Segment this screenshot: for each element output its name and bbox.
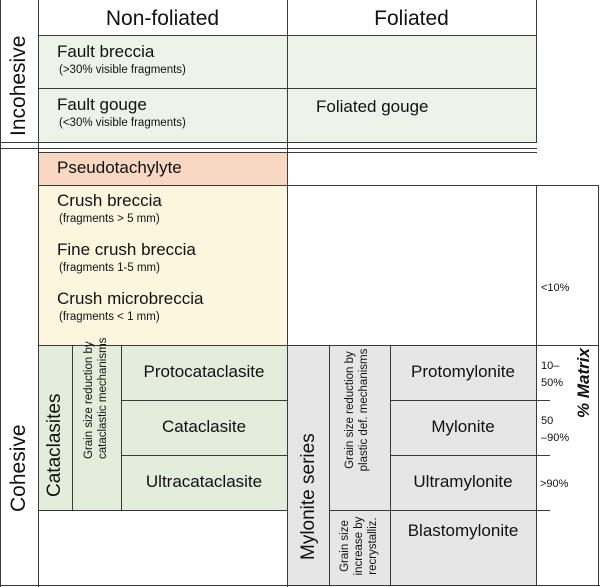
- cataclastic-mechanism-line-2: cataclastic mechanisms: [97, 337, 109, 459]
- cataclasite-inner-v1: [72, 345, 73, 510]
- pseudotachylyte-top-rule: [38, 152, 537, 153]
- section-double-rule-2: [0, 148, 537, 149]
- mylonite-name: Mylonite: [431, 417, 495, 436]
- matrix-10-50-line-1: 10–: [541, 360, 560, 372]
- plastic-mechanism-line-1: Grain size reduction by: [344, 351, 356, 469]
- pseudotachylyte-name: Pseudotachylyte: [57, 158, 182, 177]
- matrix-gt90-label: >90%: [540, 478, 569, 490]
- cataclasite-bottom-rule: [38, 510, 287, 511]
- header-non-foliated: Non-foliated: [105, 7, 220, 30]
- mylonite-series-group-label: Mylonite series: [298, 433, 319, 560]
- cataclasite-row-rule-2: [121, 455, 287, 456]
- cataclasite-name: Cataclasite: [161, 417, 247, 436]
- fine-crush-breccia-name: Fine crush breccia: [57, 240, 196, 259]
- mylonite-inner-v2: [390, 345, 391, 585]
- crush-breccia-detail: (fragments > 5 mm): [59, 213, 160, 225]
- cataclasites-group-label: Cataclasites: [44, 393, 65, 498]
- protocataclasite-name: Protocataclasite: [143, 362, 265, 381]
- grain-growth-note: Grain size increase by recrystalliz.: [338, 511, 380, 581]
- grain-growth-line-2: increase by: [353, 516, 365, 576]
- middle-column-border: [287, 0, 288, 587]
- matrix-50-90-line-1: 50: [541, 415, 554, 427]
- fault-breccia-cell: [38, 36, 287, 88]
- outer-left-border: [0, 0, 1, 587]
- section-double-rule-1: [0, 142, 537, 143]
- matrix-10-50-label: 10– 50%: [541, 358, 563, 392]
- grain-growth-line-3: recrystalliz.: [367, 517, 379, 575]
- plastic-mechanism-note: Grain size reduction by plastic def. mec…: [343, 348, 371, 472]
- mylonite-row-rule-2: [390, 455, 536, 456]
- mylonite-row-rule-1: [390, 400, 536, 401]
- mylonite-inner-v1: [329, 345, 330, 585]
- label-column-border: [38, 0, 39, 587]
- foliated-gouge-cell: [287, 36, 536, 142]
- matrix-lt10-label: <10%: [541, 282, 570, 294]
- matrix-tick-2: [536, 455, 550, 456]
- pseudotachylyte-cell: [38, 152, 287, 185]
- matrix-10-50-line-2: 50%: [541, 377, 564, 389]
- row-label-cohesive: Cohesive: [7, 424, 30, 512]
- right-column-border-top: [536, 0, 537, 142]
- incohesive-mid-rule: [38, 88, 537, 89]
- matrix-50-90-line-2: –90%: [541, 432, 570, 444]
- foliated-gouge-name: Foliated gouge: [316, 97, 429, 116]
- fine-crush-breccia-detail: (fragments 1-5 mm): [59, 262, 160, 274]
- matrix-axis-label: % Matrix: [574, 348, 593, 418]
- header-rule: [38, 35, 537, 36]
- matrix-50-90-label: 50 –90%: [541, 413, 569, 447]
- matrix-scale-border: [598, 185, 599, 585]
- fault-breccia-detail: (>30% visible fragments): [59, 64, 186, 76]
- outer-bottom-border: [0, 585, 600, 586]
- crush-breccia-name: Crush breccia: [57, 191, 162, 210]
- cataclastic-mechanism-note: Grain size reduction by cataclastic mech…: [82, 337, 110, 459]
- fault-breccia-name: Fault breccia: [57, 42, 155, 61]
- cataclastic-mechanism-line-1: Grain size reduction by: [83, 341, 95, 459]
- ultramylonite-name: Ultramylonite: [413, 472, 513, 491]
- crush-microbreccia-name: Crush microbreccia: [57, 289, 204, 308]
- cataclasite-inner-v2: [121, 345, 122, 510]
- crush-bottom-rule: [38, 345, 599, 346]
- matrix-tick-3: [536, 510, 550, 511]
- ultracataclasite-name: Ultracataclasite: [145, 472, 263, 491]
- right-column-border-bottom: [536, 185, 537, 585]
- mylonite-row-rule-3: [329, 510, 536, 511]
- fault-gouge-cell: [38, 88, 287, 142]
- protomylonite-name: Protomylonite: [411, 362, 515, 381]
- matrix-tick-1: [536, 400, 550, 401]
- cataclasite-row-rule-1: [121, 400, 287, 401]
- fault-gouge-detail: (<30% visible fragments): [59, 117, 186, 129]
- fault-gouge-name: Fault gouge: [57, 95, 147, 114]
- crush-microbreccia-detail: (fragments < 1 mm): [59, 311, 160, 323]
- plastic-mechanism-line-2: plastic def. mechanisms: [358, 348, 370, 472]
- row-label-incohesive: Incohesive: [7, 35, 30, 136]
- blastomylonite-name: Blastomylonite: [407, 521, 519, 540]
- grain-growth-line-1: Grain size: [339, 520, 351, 572]
- pseudotachylyte-bottom-rule: [38, 185, 599, 186]
- crush-cell: [38, 185, 287, 345]
- mylonite-cell: [287, 345, 536, 585]
- header-foliated: Foliated: [374, 7, 449, 30]
- cataclasites-cell: [38, 345, 287, 510]
